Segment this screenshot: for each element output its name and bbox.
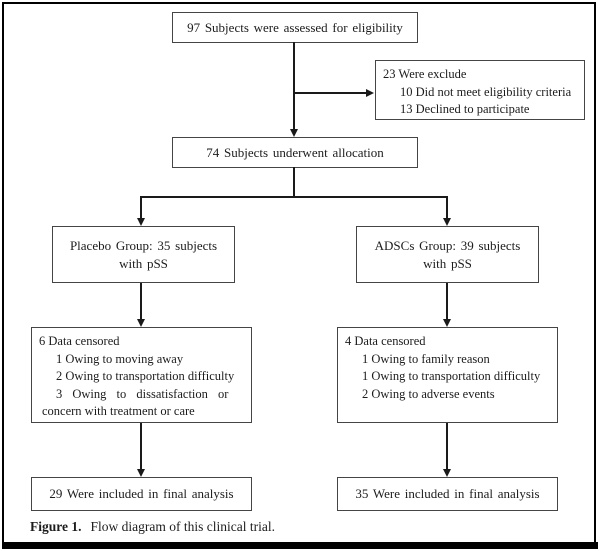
placebo-final-analysis-box: 29 Were included in final analysis (31, 477, 252, 511)
connector-to-excluded (294, 92, 366, 94)
placebo-censored-item: 1 Owing to moving away (56, 351, 184, 366)
placebo-censored-box: 6 Data censored 1 Owing to moving away 2… (31, 327, 252, 423)
excluded-title: 23 Were exclude (383, 67, 467, 81)
adscs-group-line2: with pSS (423, 255, 472, 271)
connector-placebo-to-censored (140, 283, 142, 320)
connector-assessed-to-allocation (293, 42, 295, 130)
figure-frame (2, 2, 596, 542)
placebo-group-line2: with pSS (119, 255, 168, 271)
arrowhead-allocation (289, 129, 298, 137)
placebo-group-line1: Placebo Group: 35 subjects (69, 238, 218, 253)
placebo-censored-title: 6 Data censored (39, 334, 120, 348)
connector-allocation-down (293, 167, 295, 197)
excluded-item: 13 Declined to participate (400, 102, 530, 116)
adscs-censored-item: 2 Owing to adverse events (362, 386, 495, 401)
arrowhead-adscs-final (442, 469, 451, 477)
arrowhead-placebo-censored (136, 319, 145, 327)
arrowhead-placebo-group (136, 218, 145, 226)
placebo-censored-item: 2 Owing to transportation difficulty (56, 369, 235, 383)
adscs-censored-item: 1 Owing to transportation difficulty (362, 369, 541, 383)
connector-split-horizontal (140, 196, 447, 198)
placebo-censored-item: 3 Owing to dissatisfaction or (56, 386, 229, 401)
connector-split-right (446, 196, 448, 219)
adscs-censored-box: 4 Data censored 1 Owing to family reason… (337, 327, 558, 423)
connector-adscs-to-censored (446, 283, 448, 320)
adscs-group-line1: ADSCs Group: 39 subjects (374, 238, 521, 253)
arrowhead-adscs-censored (442, 319, 451, 327)
adscs-censored-item: 1 Owing to family reason (362, 351, 490, 366)
adscs-censored-title: 4 Data censored (345, 334, 426, 348)
placebo-censored-item-continuation: concern with treatment or care (42, 404, 195, 418)
assessed-eligibility-box: 97 Subjects were assessed for eligibilit… (172, 12, 418, 43)
figure-caption-text: Flow diagram of this clinical trial. (90, 519, 275, 534)
connector-split-left (140, 196, 142, 219)
arrowhead-placebo-final (136, 469, 145, 477)
figure-caption: Figure 1. Flow diagram of this clinical t… (30, 519, 275, 535)
assessed-eligibility-text: 97 Subjects were assessed for eligibilit… (187, 19, 403, 35)
figure-caption-label: Figure 1. (30, 519, 82, 534)
adscs-final-analysis-box: 35 Were included in final analysis (337, 477, 558, 511)
connector-placebo-to-final (140, 423, 142, 470)
figure-bottom-rule (2, 542, 598, 549)
allocation-text: 74 Subjects underwent allocation (206, 144, 384, 160)
placebo-group-box: Placebo Group: 35 subjects with pSS (52, 226, 235, 283)
connector-adscs-to-final (446, 423, 448, 470)
arrowhead-excluded (366, 88, 374, 97)
excluded-item: 10 Did not meet eligibility criteria (400, 84, 572, 99)
adscs-group-box: ADSCs Group: 39 subjects with pSS (356, 226, 539, 283)
adscs-final-text: 35 Were included in final analysis (355, 486, 540, 502)
excluded-box: 23 Were exclude 10 Did not meet eligibil… (375, 60, 585, 120)
arrowhead-adscs-group (442, 218, 451, 226)
allocation-box: 74 Subjects underwent allocation (172, 137, 418, 168)
placebo-final-text: 29 Were included in final analysis (49, 486, 234, 502)
